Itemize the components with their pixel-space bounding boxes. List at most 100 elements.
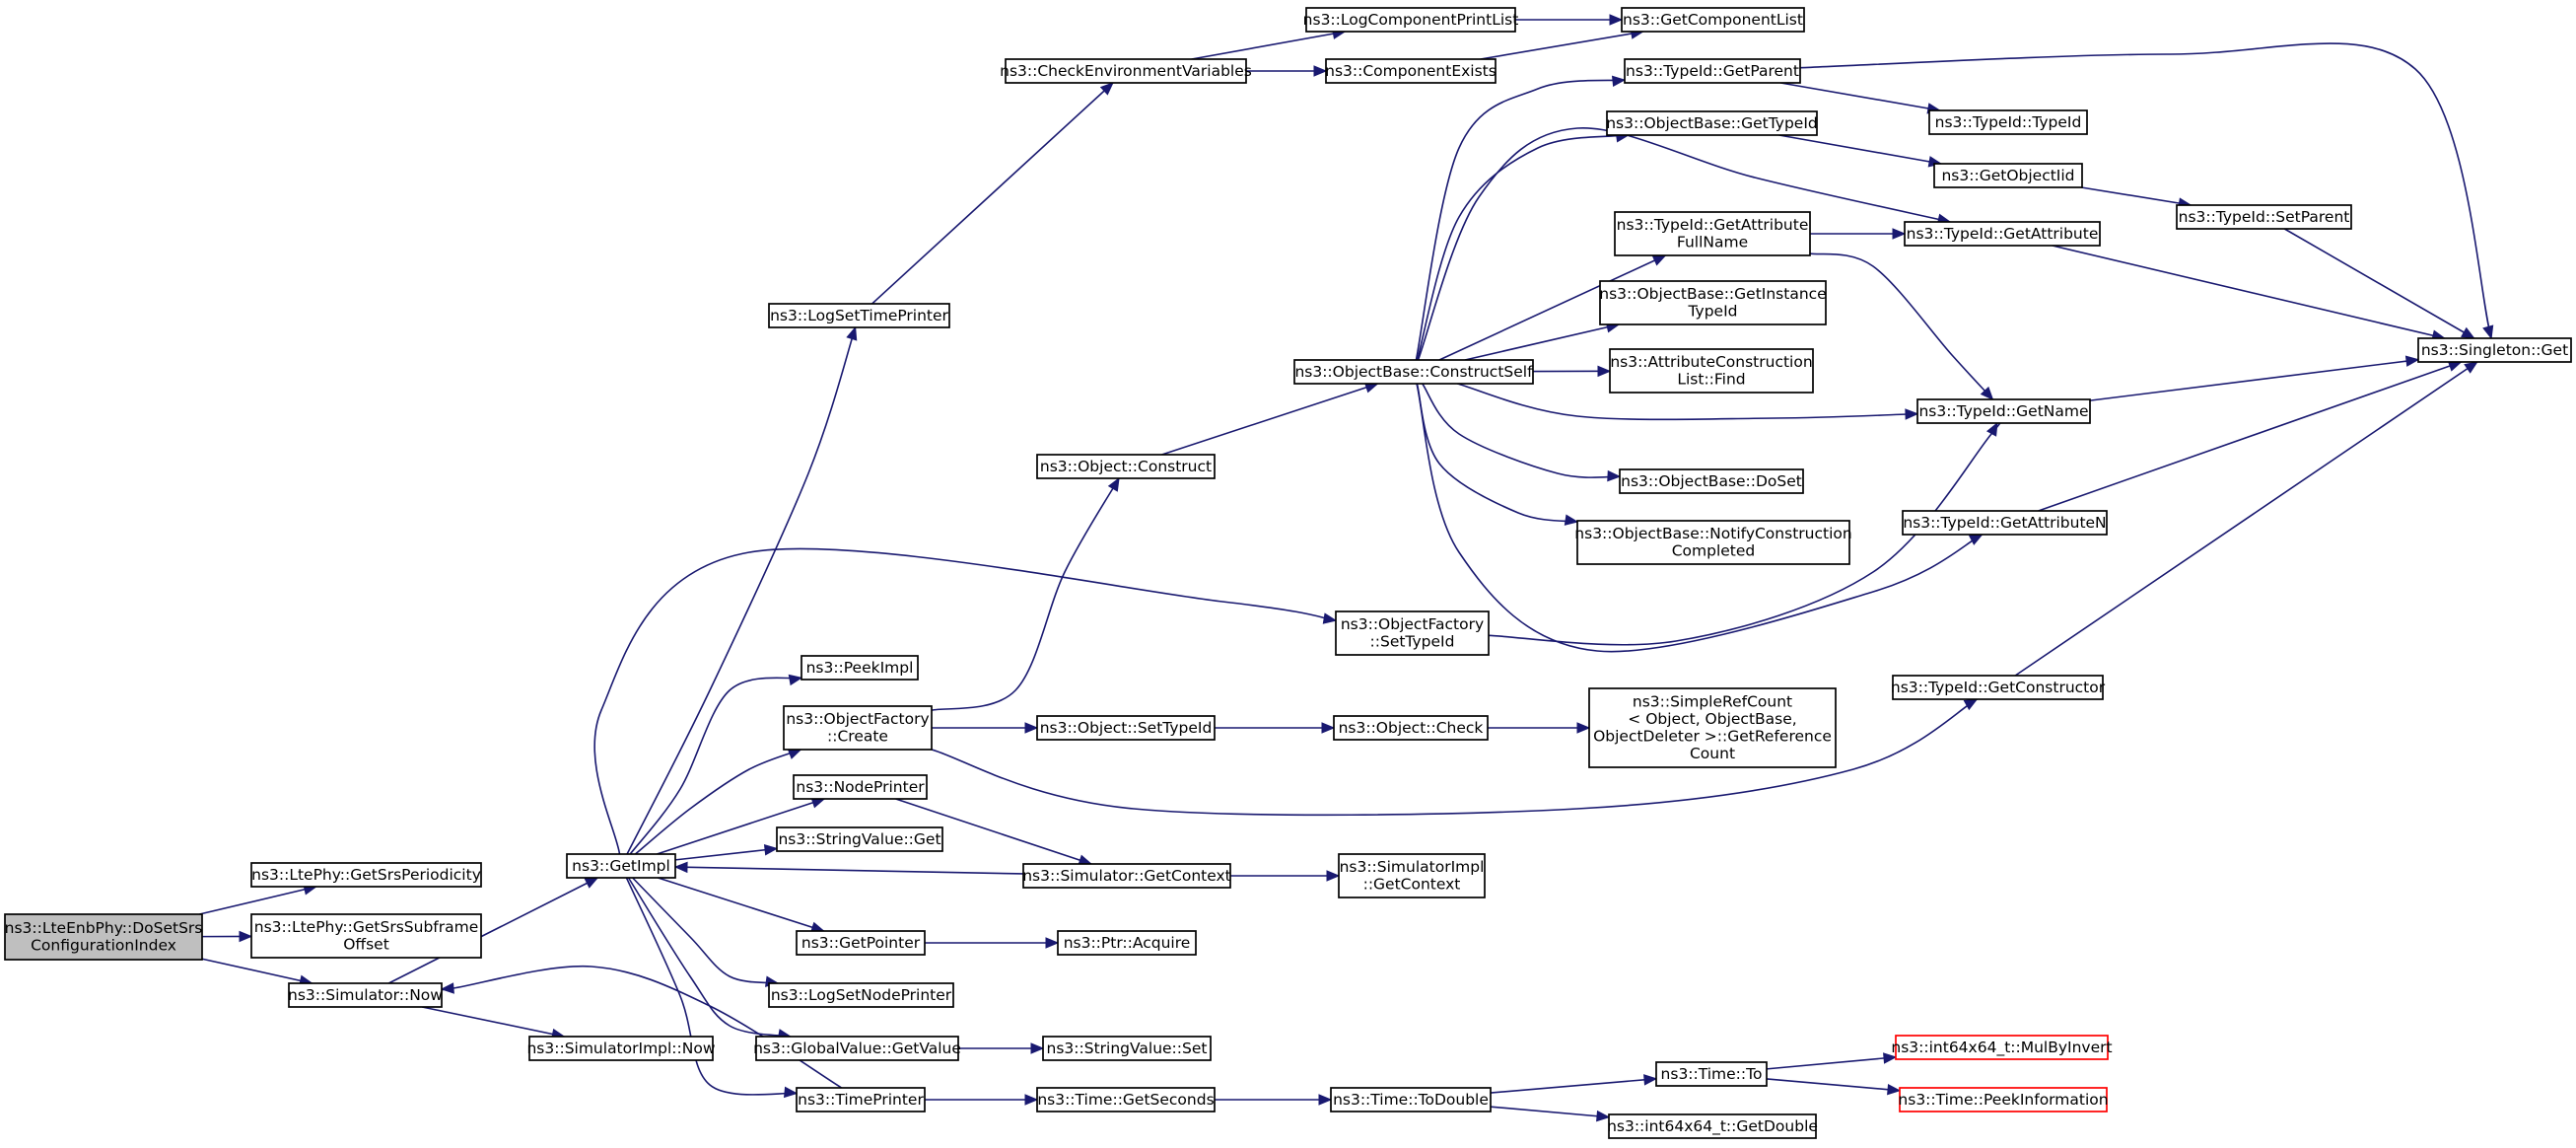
node-peekimpl[interactable]: ns3::PeekImpl [801, 655, 919, 681]
arrowhead [1643, 1074, 1658, 1086]
node-typeidgetattrn[interactable]: ns3::TypeId::GetAttributeN [1902, 510, 2108, 536]
node-box [1892, 675, 2104, 700]
node-strvalset[interactable]: ns3::StringValue::Set [1042, 1036, 1212, 1061]
arrowhead [1980, 386, 1994, 400]
node-label: ns3::TypeId::GetAttributeN [1903, 514, 2106, 532]
node-objbasenotify[interactable]: ns3::ObjectBase::NotifyConstructionCompl… [1574, 520, 1852, 565]
node-logsetnode[interactable]: ns3::LogSetNodePrinter [768, 982, 954, 1008]
call-edge-logsettime-to-checkenv [871, 82, 1114, 305]
arrowhead [1596, 1110, 1611, 1122]
arrowhead [1609, 14, 1624, 26]
arrowhead [1045, 937, 1060, 949]
node-simimplnow[interactable]: ns3::SimulatorImpl::Now [526, 1036, 716, 1061]
node-getobjectiid[interactable]: ns3::GetObjectIid [1933, 163, 2083, 188]
call-edge-objbaseconstruct-to-typeidgetattrn [1416, 383, 1983, 653]
node-label: ns3::Ptr::Acquire [1064, 934, 1191, 952]
call-edge-checkenv-to-logcompprint [1191, 31, 1346, 60]
node-ptracquire[interactable]: ns3::Ptr::Acquire [1057, 930, 1197, 956]
node-simnow[interactable]: ns3::Simulator::Now [288, 982, 443, 1008]
node-int64mulbyinvert[interactable]: ns3::int64x64_t::MulByInvert [1891, 1035, 2113, 1060]
node-typeidgetname[interactable]: ns3::TypeId::GetName [1916, 398, 2091, 424]
node-label: ns3::ObjectBase::NotifyConstruction [1574, 525, 1851, 542]
call-edge-objbaseconstruct-to-objbasedoset [1422, 383, 1621, 478]
node-label: ns3::NodePrinter [796, 778, 925, 796]
call-edge-objconstruct-to-objbaseconstruct [1161, 383, 1378, 456]
node-timeto[interactable]: ns3::Time::To [1655, 1061, 1768, 1087]
node-label: ::GetContext [1363, 876, 1461, 894]
node-box [1933, 163, 2083, 188]
node-singletonget[interactable]: ns3::Singleton::Get [2417, 337, 2572, 363]
call-edge-getimpl-to-logsetnode [632, 877, 779, 984]
node-objbasedoset[interactable]: ns3::ObjectBase::DoSet [1619, 468, 1804, 494]
node-strvalget[interactable]: ns3::StringValue::Get [776, 826, 943, 852]
node-getcomplist[interactable]: ns3::GetComponentList [1621, 7, 1805, 33]
node-label: ns3::LtePhy::GetSrsSubframe [254, 918, 479, 936]
call-edge-objbaseconstruct-to-objbasegetinst [1464, 323, 1620, 361]
node-objcheck[interactable]: ns3::Object::Check [1333, 715, 1489, 741]
node-nodeprinter[interactable]: ns3::NodePrinter [793, 774, 928, 800]
node-box [1609, 348, 1814, 394]
node-logcompprint[interactable]: ns3::LogComponentPrintList [1303, 7, 1519, 33]
call-edge-objfactsettypeid-to-typeidgetname [1488, 418, 2003, 646]
node-compexists[interactable]: ns3::ComponentExists [1325, 58, 1497, 84]
node-box [1042, 1036, 1212, 1061]
node-simimplgetctx[interactable]: ns3::SimulatorImpl::GetContext [1338, 853, 1486, 898]
node-simgetcontext[interactable]: ns3::Simulator::GetContext [1022, 863, 1231, 889]
node-getpointer[interactable]: ns3::GetPointer [796, 930, 926, 956]
node-label: ns3::int64x64_t::GetDouble [1607, 1117, 1818, 1136]
node-checkenv[interactable]: ns3::CheckEnvironmentVariables [1000, 58, 1252, 84]
node-int64getdouble[interactable]: ns3::int64x64_t::GetDouble [1607, 1113, 1818, 1139]
node-typeidgetparent[interactable]: ns3::TypeId::GetParent [1624, 58, 1801, 84]
call-edge-simnow-to-simimplnow [422, 1006, 565, 1038]
arrowhead [1883, 1052, 1898, 1064]
node-getsrsper[interactable]: ns3::LtePhy::GetSrsPeriodicity [250, 862, 482, 888]
node-typeidgetconstr[interactable]: ns3::TypeId::GetConstructor [1891, 675, 2106, 700]
node-box [1904, 221, 2101, 247]
call-edge-typeidgetattr-to-singletonget [2052, 245, 2445, 339]
call-edge-compexists-to-getcomplist [1480, 31, 1643, 60]
node-box [1606, 110, 1818, 136]
node-objfactsettypeid[interactable]: ns3::ObjectFactory::SetTypeId [1335, 610, 1490, 656]
node-label: ns3::ObjectBase::GetTypeId [1606, 114, 1818, 132]
node-typeidsetparent[interactable]: ns3::TypeId::SetParent [2176, 204, 2352, 230]
arrowhead [1985, 421, 1998, 437]
arrowhead [1607, 469, 1622, 482]
node-logsettime[interactable]: ns3::LogSetTimePrinter [768, 303, 950, 328]
node-timeprinter[interactable]: ns3::TimePrinter [796, 1087, 926, 1112]
node-label: ns3::Object::SetTypeId [1040, 719, 1213, 737]
node-label: ns3::SimulatorImpl::Now [526, 1040, 715, 1057]
node-box [755, 1036, 959, 1061]
node-label: ns3::Simulator::GetContext [1022, 867, 1231, 885]
node-objsettypeid[interactable]: ns3::Object::SetTypeId [1036, 715, 1216, 741]
node-simplerefcount[interactable]: ns3::SimpleRefCount< Object, ObjectBase,… [1588, 687, 1837, 768]
node-box [1293, 359, 1534, 385]
node-objbaseconstruct[interactable]: ns3::ObjectBase::ConstructSelf [1293, 359, 1534, 385]
node-timetodouble[interactable]: ns3::Time::ToDouble [1330, 1087, 1492, 1112]
node-objfactcreate[interactable]: ns3::ObjectFactory::Create [783, 705, 933, 751]
node-box [2417, 337, 2572, 363]
node-typeidgetattr[interactable]: ns3::TypeId::GetAttribute [1904, 221, 2101, 247]
node-label: ns3::GetImpl [572, 857, 670, 875]
node-label: ns3::LogSetTimePrinter [770, 307, 948, 324]
node-box [1916, 398, 2091, 424]
node-objconstruct[interactable]: ns3::Object::Construct [1036, 454, 1216, 479]
node-label: ConfigurationIndex [31, 937, 176, 955]
node-objbasegettypeid[interactable]: ns3::ObjectBase::GetTypeId [1606, 110, 1818, 136]
node-globalvalget[interactable]: ns3::GlobalValue::GetValue [753, 1036, 961, 1061]
node-box [1619, 468, 1804, 494]
node-timepeekinfo[interactable]: ns3::Time::PeekInformation [1898, 1087, 2109, 1112]
node-label: ::Create [827, 728, 888, 746]
arrowhead [787, 749, 802, 759]
node-getimpl[interactable]: ns3::GetImpl [566, 853, 676, 879]
node-root[interactable]: ns3::LteEnbPhy::DoSetSrsConfigurationInd… [4, 913, 203, 961]
node-typeidtypeid[interactable]: ns3::TypeId::TypeId [1928, 109, 2088, 135]
node-label: Offset [343, 936, 389, 954]
node-timegetsec[interactable]: ns3::Time::GetSeconds [1036, 1087, 1216, 1112]
node-label: ns3::TypeId::GetAttribute [1907, 225, 2099, 243]
node-label: ::SetTypeId [1370, 633, 1455, 651]
call-edge-timetodouble-to-timeto [1490, 1077, 1657, 1094]
